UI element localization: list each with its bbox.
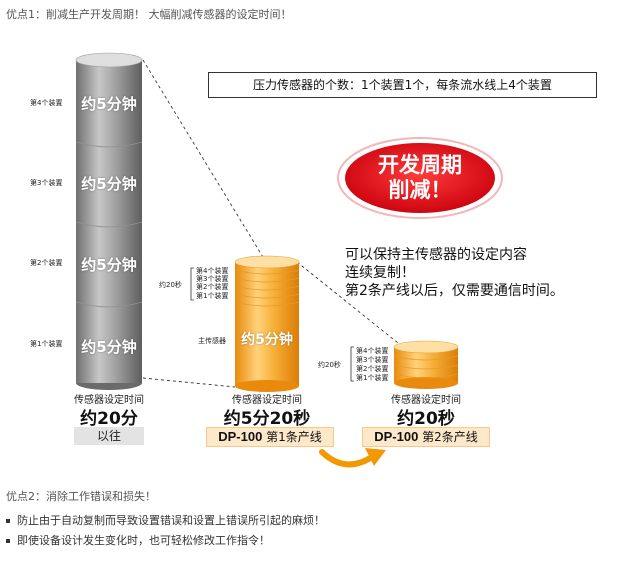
line2-total: 约20秒 — [397, 409, 455, 429]
past-device-label-1: 第1个装置 — [30, 340, 63, 348]
line2-device-1: 第1个装置 — [356, 374, 389, 382]
past-badge: 以往 — [74, 427, 144, 445]
advantage-1-heading: 优点1：削减生产开发周期！ 大幅削减传感器的设定时间！ — [6, 8, 292, 21]
bullet-icon — [6, 519, 10, 523]
line1-caption: 传感器设定时间 — [232, 395, 302, 406]
past-device-label-4: 第4个装置 — [30, 99, 63, 107]
past-total: 约20分 — [80, 409, 138, 429]
description-line-2: 连续复制！ — [345, 265, 415, 281]
promo-text: 开发周期 削减！ — [345, 153, 495, 203]
past-cylinder — [75, 52, 143, 390]
bullet-text-2: 即使设备设计发生变化时，也可轻松修改工作指令！ — [17, 534, 270, 547]
line2-badge: DP-100 第2条产线 — [362, 427, 490, 447]
line1-device-1: 第1个装置 — [196, 292, 229, 300]
past-segment-time-4: 约5分钟 — [81, 95, 137, 113]
line2-stack-time: 约20秒 — [318, 361, 341, 369]
description-line-3: 第2条产线以后，仅需要通信时间。 — [345, 283, 564, 299]
past-caption: 传感器设定时间 — [74, 395, 144, 406]
line2-cylinder — [393, 340, 459, 389]
past-segment-time-3: 约5分钟 — [81, 175, 137, 193]
line1-total: 约5分20秒 — [223, 409, 311, 429]
line1-stack-time: 约20秒 — [159, 281, 182, 289]
line2-device-4: 第4个装置 — [356, 347, 389, 355]
past-segment-time-1: 约5分钟 — [81, 338, 137, 356]
line2-device-2: 第2个装置 — [356, 365, 389, 373]
line1-badge-line: 第1条产线 — [266, 430, 322, 444]
bullet-item-1: 防止由于自动复制而导致设置错误和设置上错误所引起的麻烦！ — [6, 512, 325, 528]
past-device-label-3: 第3个装置 — [30, 179, 63, 187]
dashed-connector-bottom — [142, 377, 236, 388]
past-segment-time-2: 约5分钟 — [81, 256, 137, 274]
line2-badge-model: DP-100 — [374, 429, 419, 444]
bullet-text-1: 防止由于自动复制而导致设置错误和设置上错误所引起的麻烦！ — [17, 514, 325, 527]
line1-device-4: 第4个装置 — [196, 267, 229, 275]
promo-line-1: 开发周期 — [378, 153, 462, 177]
line2-caption: 传感器设定时间 — [391, 395, 461, 406]
line1-badge-model: DP-100 — [218, 429, 263, 444]
promo-ellipse — [337, 137, 503, 219]
advantage-2-heading: 优点2：消除工作错误和损失！ — [6, 490, 156, 503]
line1-device-3: 第3个装置 — [196, 275, 229, 283]
line1-badge: DP-100 第1条产线 — [206, 427, 334, 447]
line1-cylinder — [234, 255, 300, 392]
bullet-item-2: 即使设备设计发生变化时，也可轻松修改工作指令！ — [6, 532, 270, 548]
line2-stack-bracket — [350, 346, 354, 382]
master-sensor-time: 约5分钟 — [241, 332, 293, 348]
master-sensor-label: 主传感器 — [198, 337, 226, 345]
dashed-connector-top — [142, 59, 267, 263]
copy-description: 可以保持主传感器的设定内容 连续复制！ 第2条产线以后，仅需要通信时间。 — [345, 246, 564, 300]
line1-stack-bracket — [190, 267, 194, 301]
line1-device-2: 第2个装置 — [196, 283, 229, 291]
promo-line-2: 削减！ — [388, 178, 452, 202]
orange-arrow-icon — [319, 448, 386, 468]
bullet-icon — [6, 539, 10, 543]
past-device-label-2: 第2个装置 — [30, 259, 63, 267]
line2-device-3: 第3个装置 — [356, 356, 389, 364]
line2-badge-line: 第2条产线 — [422, 430, 478, 444]
description-line-1: 可以保持主传感器的设定内容 — [345, 247, 527, 263]
sensor-count-note: 压力传感器的个数：1个装置1个，每条流水线上4个装置 — [208, 72, 597, 98]
